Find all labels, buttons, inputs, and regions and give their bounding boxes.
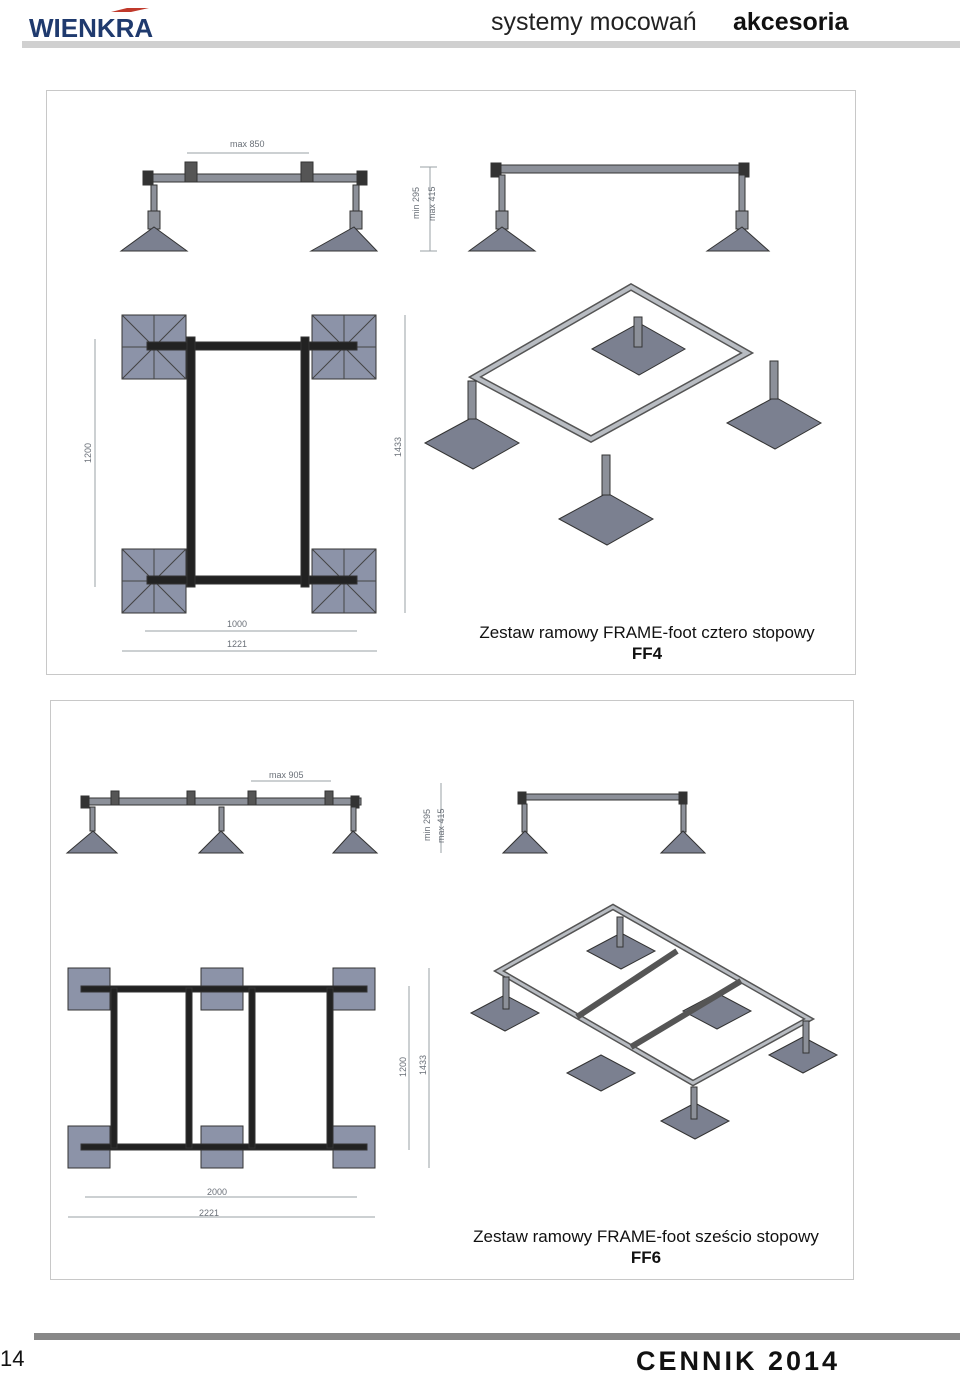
ff6-caption-text: Zestaw ramowy FRAME-foot sześcio stopowy [473, 1227, 819, 1246]
ff4-code: FF4 [631, 644, 663, 663]
ff6-top-view [67, 967, 376, 1169]
catalog-label: CENNIK 2014 [636, 1346, 841, 1376]
ff4-side-view-plain [467, 162, 771, 252]
ff6-top-dimension-lines [68, 968, 430, 1218]
ff4-side-view-clamped [119, 161, 379, 252]
ff4-dimension-lines [187, 152, 437, 252]
ff4-outer-width: 1221 [227, 639, 247, 649]
ff4-inner-height: 1200 [83, 443, 93, 463]
ff4-drawing: max 850 min 295 max 415 [83, 139, 823, 652]
ff6-dimension-lines [251, 780, 442, 853]
logo-text: WIENKRA [29, 13, 153, 40]
ff4-outer-height: 1433 [393, 437, 403, 457]
ff6-caption: Zestaw ramowy FRAME-foot sześcio stopowy… [441, 1226, 851, 1268]
ff4-height-min: min 295 [411, 187, 421, 219]
header-title: systemy mocowań [491, 8, 697, 36]
ff6-height-min: min 295 [422, 809, 432, 841]
product-panel-ff6: max 905 min 295 max 415 [50, 700, 854, 1280]
ff6-height-max: max 415 [436, 808, 446, 843]
ff4-caption-text: Zestaw ramowy FRAME-foot cztero stopowy [479, 623, 815, 642]
ff6-outer-height: 1433 [418, 1055, 428, 1075]
ff6-outer-width: 2221 [199, 1208, 219, 1218]
ff6-drawing: max 905 min 295 max 415 [65, 770, 839, 1218]
ff6-inner-height: 1200 [398, 1057, 408, 1077]
header-section: akcesoria [733, 8, 849, 36]
header-divider [22, 41, 960, 48]
ff4-max-label: max 850 [230, 139, 265, 149]
ff6-side-view-plain [501, 791, 707, 854]
ff6-code: FF6 [630, 1248, 662, 1267]
footer-divider [34, 1333, 960, 1340]
ff6-side-view-clamped [65, 790, 379, 854]
ff4-isometric-view [423, 282, 823, 546]
ff4-caption: Zestaw ramowy FRAME-foot cztero stopowy … [442, 622, 852, 664]
ff4-height-max: max 415 [427, 186, 437, 221]
ff6-inner-width: 2000 [207, 1187, 227, 1197]
page-number: 14 [0, 1346, 25, 1371]
ff4-top-dimension-lines [94, 315, 406, 652]
ff6-max-label: max 905 [269, 770, 304, 780]
ff6-isometric-view [469, 903, 839, 1140]
ff4-inner-width: 1000 [227, 619, 247, 629]
product-panel-ff4: max 850 min 295 max 415 [46, 90, 856, 675]
ff4-top-view [121, 314, 377, 614]
company-logo: WIENKRA [29, 8, 153, 40]
